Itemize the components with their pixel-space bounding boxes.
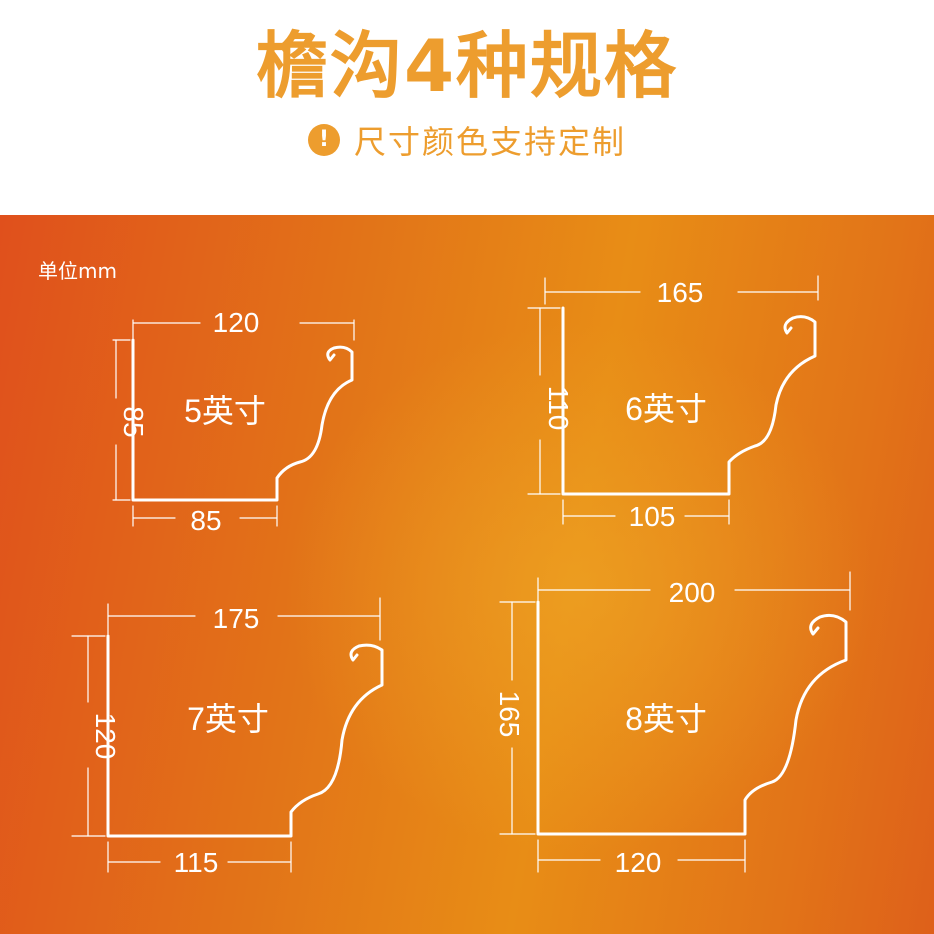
gutter-7-profile <box>106 634 384 838</box>
gutter-6-name: 6英寸 <box>625 391 707 427</box>
gutter-5-inch <box>112 319 355 527</box>
gutter-5-profile <box>131 338 354 502</box>
gutter-5-bottom-width: 85 <box>190 505 221 536</box>
gutter-7-inch <box>71 597 384 873</box>
gutter-6-profile <box>561 306 817 496</box>
gutter-8-height: 165 <box>494 691 525 738</box>
gutter-8-profile <box>536 600 848 836</box>
unit-label: 单位mm <box>38 259 117 283</box>
page-subtitle: 尺寸颜色支持定制 <box>353 123 626 161</box>
gutter-6-inch <box>527 275 819 525</box>
gutter-8-inch <box>499 571 851 873</box>
gutter-5-dim-lines <box>112 319 355 527</box>
spec-panel: 单位mm <box>0 215 934 934</box>
gutter-7-name: 7英寸 <box>187 701 269 737</box>
gutter-8-labels: 200 165 120 8英寸 <box>494 577 715 878</box>
gutter-5-height: 85 <box>118 406 149 437</box>
gutter-7-labels: 175 120 115 7英寸 <box>90 603 269 878</box>
gutter-8-bottom-width: 120 <box>615 847 662 878</box>
gutter-7-top-width: 175 <box>213 603 260 634</box>
header: 檐沟4种规格 ! 尺寸颜色支持定制 <box>0 0 934 215</box>
gutter-5-top-width: 120 <box>213 307 260 338</box>
gutter-6-top-width: 165 <box>657 277 704 308</box>
gutter-5-name: 5英寸 <box>184 393 266 429</box>
gutter-8-name: 8英寸 <box>625 701 707 737</box>
gutter-7-height: 120 <box>90 713 121 760</box>
warning-icon: ! <box>307 124 340 156</box>
page-title: 檐沟4种规格 <box>255 24 679 108</box>
subtitle-row: ! 尺寸颜色支持定制 <box>0 118 934 162</box>
gutter-6-bottom-width: 105 <box>629 501 676 532</box>
gutter-6-labels: 165 110 105 6英寸 <box>543 277 707 532</box>
gutter-7-bottom-width: 115 <box>174 847 219 878</box>
gutter-5-labels: 120 85 85 5英寸 <box>118 307 266 536</box>
gutter-6-dim-lines <box>527 275 819 525</box>
gutter-7-dim-lines <box>71 597 381 873</box>
gutter-8-dim-lines <box>499 571 851 873</box>
gutter-8-top-width: 200 <box>669 577 716 608</box>
gutter-6-height: 110 <box>543 386 574 431</box>
